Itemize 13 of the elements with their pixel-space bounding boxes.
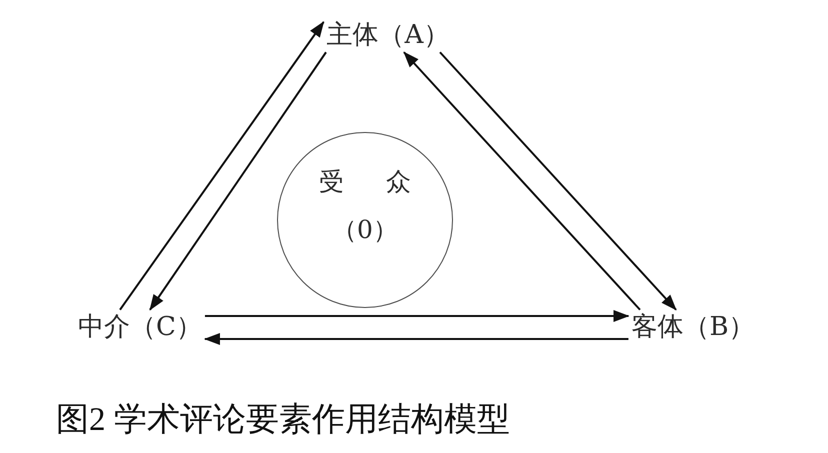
node-label: 中介（C） xyxy=(75,310,205,344)
arrow xyxy=(204,310,630,322)
circle-node xyxy=(277,132,453,308)
node-label: 主体（A） xyxy=(324,18,452,52)
arrow xyxy=(403,52,641,310)
figure-caption: 图2 学术评论要素作用结构模型 xyxy=(56,401,510,440)
arrow xyxy=(439,52,677,310)
node-label: 受 众 xyxy=(319,167,411,197)
arrow xyxy=(119,21,324,310)
arrow xyxy=(149,52,327,311)
node-label: 客体（B） xyxy=(628,310,758,344)
node-label: （0） xyxy=(332,215,398,245)
arrow xyxy=(204,333,628,345)
